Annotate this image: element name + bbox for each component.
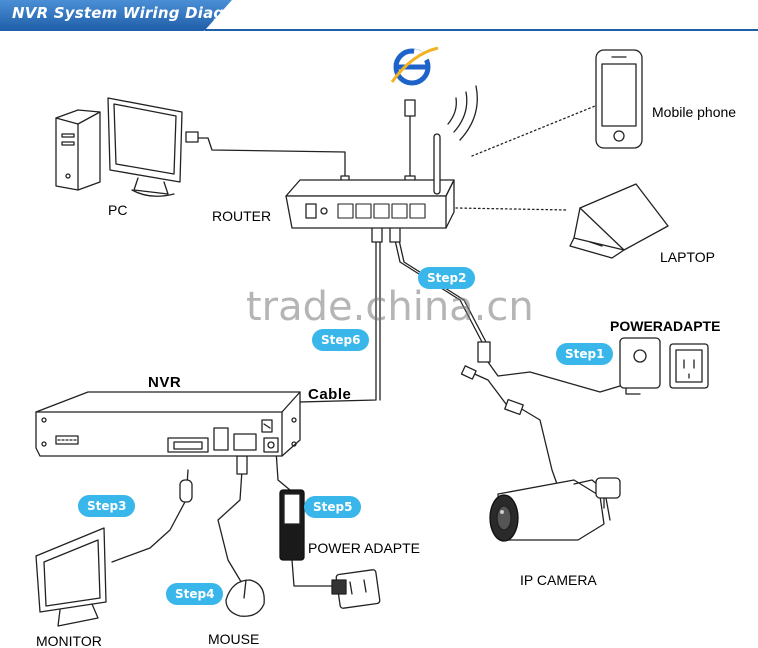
internet-explorer-icon xyxy=(390,46,439,86)
mouse-device xyxy=(225,579,265,617)
nvr-label: NVR xyxy=(148,374,182,391)
wireless-link-phone xyxy=(471,103,601,157)
pc-device xyxy=(55,97,183,197)
power-adapter-bottom-label: POWER ADAPTE xyxy=(308,540,421,556)
step1-badge: Step1 xyxy=(556,343,614,365)
cable-nvr-mouse xyxy=(217,455,248,591)
cable-nvr-monitor xyxy=(111,469,193,563)
ip-camera-label: IP CAMERA xyxy=(520,572,597,588)
wireless-link-laptop xyxy=(455,207,569,211)
monitor-device xyxy=(35,527,107,627)
laptop-device xyxy=(569,183,669,259)
router-label: ROUTER xyxy=(212,208,272,224)
step6-badge: Step6 xyxy=(312,329,370,351)
watermark: trade.china.cn xyxy=(246,284,534,330)
cable-router-internet xyxy=(404,99,416,193)
ip-camera-device xyxy=(489,477,621,542)
title-bar: NVR System Wiring Diagram xyxy=(0,0,232,31)
nvr-device xyxy=(35,391,301,457)
wifi-signal-icon xyxy=(447,85,478,141)
diagram-title: NVR System Wiring Diagram xyxy=(12,4,259,22)
mobile-phone-label: Mobile phone xyxy=(652,104,737,120)
cable-label: Cable xyxy=(308,386,352,403)
cable-nvr-power xyxy=(275,449,345,587)
step5-badge: Step5 xyxy=(304,496,362,518)
power-adapter-bottom-device xyxy=(279,489,381,609)
mouse-label: MOUSE xyxy=(208,631,260,647)
step2-badge: Step2 xyxy=(418,267,476,289)
step4-badge: Step4 xyxy=(166,583,224,605)
laptop-label: LAPTOP xyxy=(660,249,715,265)
title-underline xyxy=(205,29,758,31)
monitor-label: MONITOR xyxy=(36,633,102,648)
step3-badge: Step3 xyxy=(78,495,136,517)
power-adapter-top-device xyxy=(619,337,709,395)
mobile-phone-device xyxy=(595,49,643,149)
router-device xyxy=(285,133,455,229)
pc-label: PC xyxy=(108,202,128,218)
power-adapter-top-label: POWERADAPTE xyxy=(610,318,721,334)
